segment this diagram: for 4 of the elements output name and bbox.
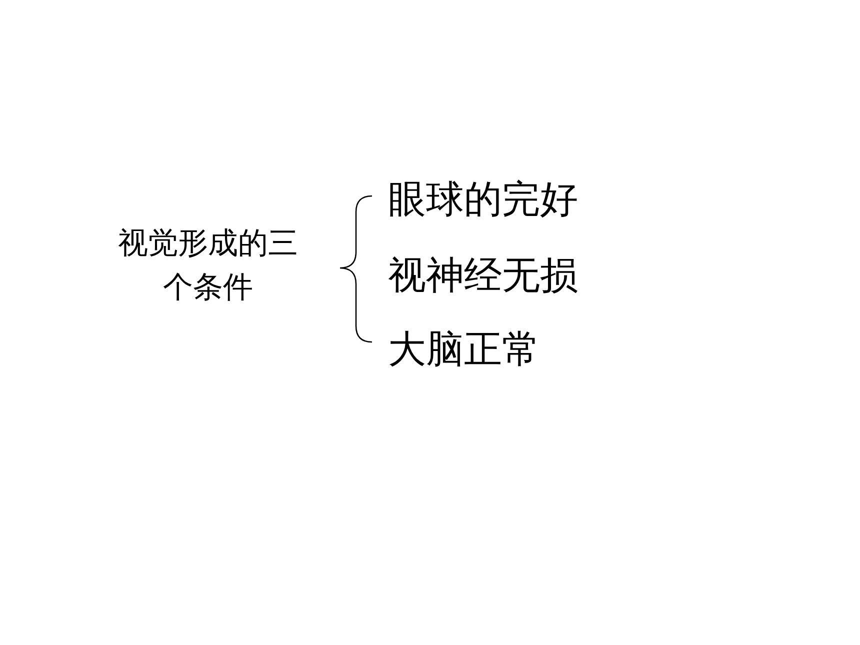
list-item: 大脑正常 <box>388 326 540 373</box>
list-item: 视神经无损 <box>388 252 578 299</box>
list-item: 眼球的完好 <box>388 176 578 223</box>
group-heading: 视觉形成的三个条件 <box>117 225 299 306</box>
